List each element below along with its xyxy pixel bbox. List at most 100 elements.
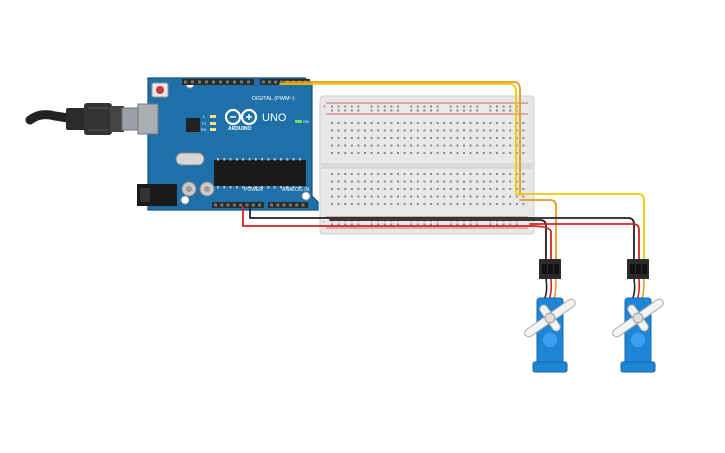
wire-signal-pin9[interactable] xyxy=(283,81,521,196)
rail-hole xyxy=(383,109,386,112)
terminal-hole xyxy=(496,152,498,154)
wire-5v-servo2[interactable] xyxy=(529,223,640,261)
rail-hole xyxy=(476,105,479,108)
terminal-hole xyxy=(350,203,353,205)
chip-pin xyxy=(217,186,219,189)
rail-hole xyxy=(344,109,347,112)
terminal-hole xyxy=(377,180,380,183)
terminal-hole xyxy=(482,188,485,190)
terminal-hole xyxy=(423,195,426,198)
terminal-hole xyxy=(522,144,525,147)
terminal-hole xyxy=(383,129,386,132)
rail-hole xyxy=(469,105,472,108)
header-pin xyxy=(220,203,224,207)
terminal-hole xyxy=(522,129,525,132)
servo-2-horn[interactable] xyxy=(605,289,671,348)
terminal-hole xyxy=(416,137,419,139)
terminal-hole xyxy=(383,188,386,190)
rail-hole xyxy=(449,109,452,112)
header-pin xyxy=(191,80,194,84)
wire-gnd-servo1[interactable] xyxy=(329,219,547,261)
header-pin xyxy=(301,203,305,207)
terminal-hole xyxy=(476,122,479,124)
arduino-uno-board[interactable]: DIGITAL (PWM~) L TX RX ON ARDUINO xyxy=(137,77,319,211)
terminal-hole xyxy=(383,137,386,139)
terminal-hole xyxy=(357,180,360,183)
terminal-hole xyxy=(469,129,472,132)
terminal-hole xyxy=(502,180,505,183)
terminal-hole xyxy=(416,203,419,205)
terminal-hole xyxy=(502,144,505,147)
terminal-hole xyxy=(456,203,459,205)
rail-hole xyxy=(410,223,413,226)
rail-hole xyxy=(390,223,393,226)
terminal-hole xyxy=(489,129,492,132)
wire-gnd[interactable] xyxy=(249,206,531,219)
terminal-hole xyxy=(344,195,347,198)
terminal-hole xyxy=(344,152,347,154)
terminal-hole xyxy=(397,203,399,205)
terminal-hole xyxy=(390,137,393,139)
terminal-hole xyxy=(337,129,340,132)
rx-label: RX xyxy=(201,127,207,132)
terminal-hole xyxy=(469,203,472,205)
terminal-hole xyxy=(509,144,512,147)
terminal-hole xyxy=(469,122,472,124)
terminal-hole xyxy=(423,173,426,175)
servo-motor-1[interactable] xyxy=(517,259,583,373)
chip-pin xyxy=(273,158,276,161)
terminal-hole xyxy=(383,173,386,175)
rail-hole xyxy=(357,223,360,226)
header-pin xyxy=(262,80,265,84)
terminal-hole xyxy=(456,180,459,183)
terminal-hole xyxy=(463,180,465,183)
terminal-hole xyxy=(456,173,459,175)
wire-signal-servo1[interactable] xyxy=(519,199,557,261)
terminal-hole xyxy=(403,129,406,132)
chip-pin xyxy=(223,186,226,189)
rail-hole xyxy=(509,109,512,112)
terminal-hole xyxy=(449,137,452,139)
chip-pin xyxy=(261,186,264,189)
terminal-hole xyxy=(337,137,340,139)
terminal-hole xyxy=(331,144,333,147)
servo-1-horn[interactable] xyxy=(517,289,583,348)
terminal-hole xyxy=(370,152,373,154)
terminal-hole xyxy=(331,195,333,198)
terminal-hole xyxy=(383,122,386,124)
servo-motor-2[interactable] xyxy=(605,259,671,373)
wire-5v[interactable] xyxy=(242,206,531,227)
wire-signal-servo2[interactable] xyxy=(515,193,645,261)
terminal-hole xyxy=(331,129,333,132)
wire-signal-pin10[interactable] xyxy=(279,83,517,193)
header-pin xyxy=(245,203,249,207)
terminal-hole xyxy=(403,137,406,139)
rail-hole xyxy=(502,223,505,226)
terminal-hole xyxy=(364,122,366,124)
rail-hole xyxy=(397,109,399,112)
chip-pin xyxy=(229,186,232,189)
analog-header-label: ANALOG IN xyxy=(282,187,310,193)
rail-hole xyxy=(436,109,439,112)
reset-button-cap[interactable] xyxy=(156,86,164,94)
terminal-hole xyxy=(430,195,432,198)
terminal-hole xyxy=(430,122,432,124)
terminal-hole xyxy=(383,203,386,205)
terminal-hole xyxy=(456,122,459,124)
terminal-hole xyxy=(469,173,472,175)
terminal-hole xyxy=(476,137,479,139)
terminal-hole xyxy=(489,203,492,205)
breadboard[interactable]: + - xyxy=(319,95,535,235)
rail-hole xyxy=(496,223,498,226)
wire-5v-servo1[interactable] xyxy=(529,225,552,261)
terminal-hole xyxy=(430,188,432,190)
chip-pin xyxy=(292,186,295,189)
terminal-hole xyxy=(403,122,406,124)
l-led xyxy=(210,115,216,118)
terminal-hole xyxy=(509,195,512,198)
header-pin xyxy=(232,203,236,207)
terminal-hole xyxy=(482,122,485,124)
rail-hole xyxy=(377,223,380,226)
terminal-hole xyxy=(436,188,439,190)
terminal-hole xyxy=(364,152,366,154)
